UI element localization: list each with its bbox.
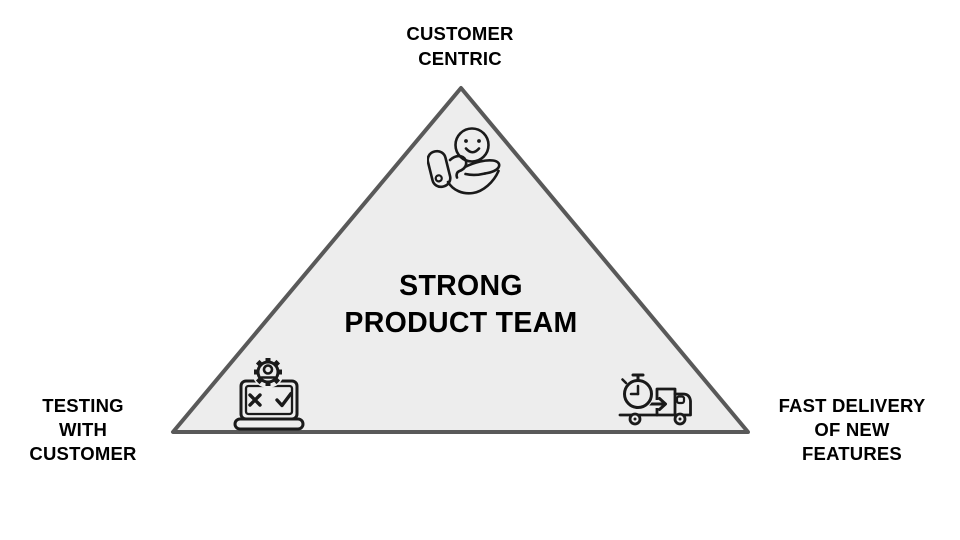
laptop-test-check-icon xyxy=(233,357,305,431)
center-title: STRONG PRODUCT TEAM xyxy=(311,268,611,342)
label-line: CUSTOMER xyxy=(406,23,514,44)
label-line: TESTING xyxy=(42,395,124,416)
label-line: FAST DELIVERY xyxy=(778,395,926,416)
label-testing-with-customer: TESTING WITH CUSTOMER xyxy=(0,394,166,466)
label-line: CUSTOMER xyxy=(29,443,137,464)
center-title-line: STRONG xyxy=(399,270,523,302)
label-customer-centric: CUSTOMER CENTRIC xyxy=(360,21,560,71)
label-line: FEATURES xyxy=(802,443,902,464)
triangle-polygon xyxy=(171,86,750,434)
center-title-line: PRODUCT TEAM xyxy=(344,307,578,339)
hand-holding-smiley-icon xyxy=(427,127,501,195)
label-line: OF NEW xyxy=(814,419,890,440)
label-line: CENTRIC xyxy=(418,48,502,69)
label-fast-delivery: FAST DELIVERY OF NEW FEATURES xyxy=(766,394,938,466)
label-line: WITH xyxy=(58,419,108,440)
stopwatch-delivery-truck-icon xyxy=(618,373,692,426)
